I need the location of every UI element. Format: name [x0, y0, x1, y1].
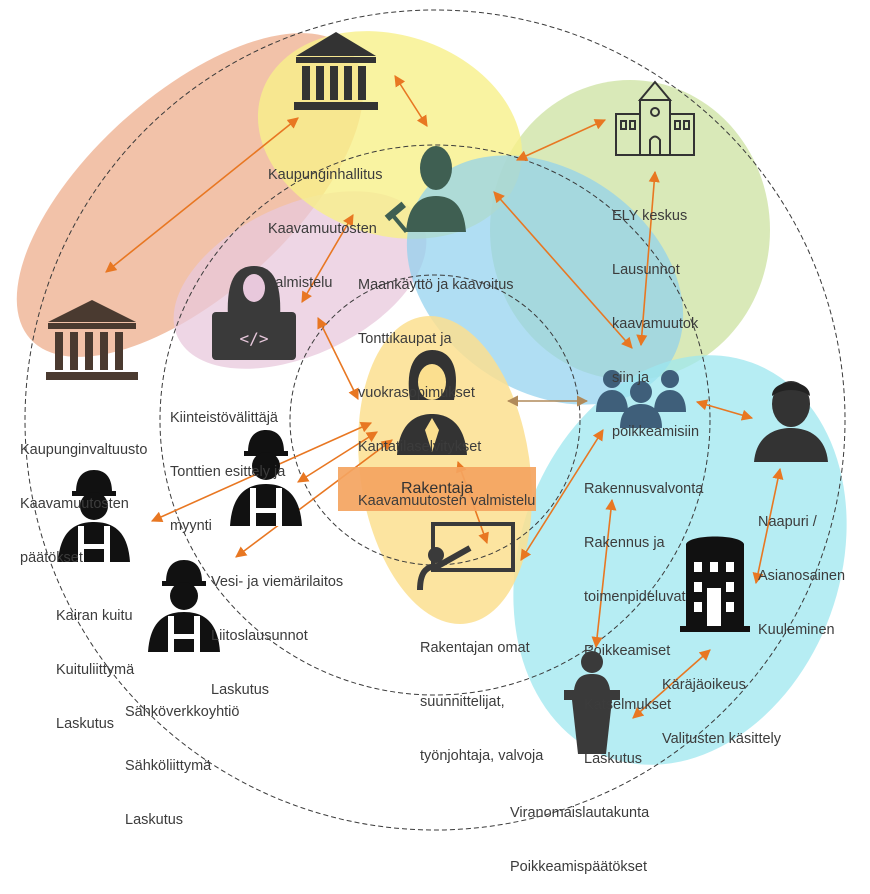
label-line: Asianosainen	[758, 568, 846, 584]
label-line: Katselmukset	[584, 697, 672, 713]
label-line: suunnittelijat,	[420, 694, 505, 710]
worker-helmet-icon	[230, 430, 302, 526]
arrow-kiinteisto-rakentaja	[317, 316, 359, 401]
arrow-karajaoikeus-viranomais	[632, 649, 711, 719]
label-line: siin ja	[612, 370, 650, 386]
label-line: Sähköliittymä	[125, 758, 212, 774]
label-line: Laskutus	[211, 682, 270, 698]
label-line: Lausunnot	[612, 262, 680, 278]
label-line: Tonttien esittely ja	[170, 464, 286, 480]
label-line: Rakentajan omat	[420, 640, 530, 656]
outer-ring	[24, 9, 846, 831]
label-line: Laskutus	[56, 716, 115, 732]
neighbor-person-icon	[754, 381, 828, 462]
kairan-label: Kairan kuitu Kuituliittymä Laskutus	[56, 571, 134, 751]
vesi-label: Vesi- ja viemärilaitos Liitoslausunnot L…	[211, 537, 343, 717]
label-line: Kiinteistövälittäjä	[170, 410, 278, 426]
developer-laptop-icon: </>	[212, 266, 296, 360]
label-line: kaavamuutok	[612, 316, 699, 332]
kaupunginvaltuusto-label: Kaupunginvaltuusto Kaavamuutosten päätök…	[20, 405, 147, 585]
label-line: Käräjäoikeus	[662, 677, 746, 693]
label-line: Poikkeamiset	[584, 643, 671, 659]
label-line: myynti	[170, 518, 212, 534]
stakeholder-diagram: </>	[16, 9, 847, 831]
arrow-maankaytto-kiinteisto	[301, 214, 354, 303]
label-line: Kaavamuutosten	[268, 221, 377, 237]
svg-text:</>: </>	[240, 329, 269, 348]
arrow-rakentaja-sahko	[235, 439, 393, 558]
relationship-arrows	[105, 75, 784, 719]
label-line: Vesi- ja viemärilaitos	[211, 574, 344, 590]
suunnittelijat-label: Rakentajan omat suunnittelijat, työnjoht…	[420, 603, 543, 783]
maankaytto-label: Maankäyttö ja kaavoitus Tonttikaupat ja …	[358, 240, 535, 528]
worker-helmet-icon	[58, 470, 130, 562]
rakennusvalvonta-label: Rakennusvalvonta Rakennus ja toimenpidel…	[584, 444, 703, 786]
government-building-icon	[294, 32, 378, 110]
label-line: Tonttikaupat ja	[358, 331, 452, 347]
karajaoikeus-label: Käräjäoikeus Valitusten käsittely	[662, 640, 781, 766]
worker-helmet-icon	[148, 560, 220, 652]
label-line: Kaavamuutosten valmistelu	[358, 493, 536, 509]
label-line: Liitoslausunnot	[211, 628, 308, 644]
arrow-rakennusvalvonta-naapuri	[695, 399, 754, 421]
label-line: ELY keskus	[612, 208, 688, 224]
court-tower-icon	[680, 536, 750, 632]
council-building-icon	[46, 300, 138, 380]
label-line: Laskutus	[125, 812, 184, 828]
label-line: Laskutus	[584, 751, 643, 767]
arrow-maankaytto-rakennusvalvonta	[493, 191, 633, 349]
label-line: Kantatilaselvitykset	[358, 439, 482, 455]
label-line: Valitusten käsittely	[662, 731, 782, 747]
label-line: Naapuri /	[758, 514, 817, 530]
label-line: Viranomaislautakunta	[510, 805, 650, 821]
label-line: Rakennusvalvonta	[584, 481, 704, 497]
arrow-rakennusvalvonta-suunnittelijat	[520, 429, 604, 561]
label-line: Kaupunginvaltuusto	[20, 442, 148, 458]
viranomais-label: Viranomaislautakunta Poikkeamispäätökset	[510, 768, 649, 894]
arrow-rakennusvalvonta-viranomais	[591, 498, 617, 649]
label-line: Rakennus ja	[584, 535, 665, 551]
naapuri-label: Naapuri / Asianosainen Kuuleminen	[758, 477, 845, 657]
label-line: poikkeamisiin	[612, 424, 700, 440]
label-line: valmistelu	[268, 275, 333, 291]
label-line: Kuuleminen	[758, 622, 835, 638]
label-line: Sähköverkkoyhtiö	[125, 704, 240, 720]
ely-building-icon	[615, 80, 695, 156]
arrow-ely-rakennusvalvonta	[636, 170, 660, 347]
rakentaja-label: Rakentaja	[400, 480, 474, 497]
ely-label: ELY keskus Lausunnot kaavamuutok siin ja…	[612, 171, 699, 459]
label-line: Poikkeamispäätökset	[510, 859, 648, 875]
label-line: Kuituliittymä	[56, 662, 135, 678]
label-line: toimenpideluvat	[584, 589, 686, 605]
label-line: päätökset	[20, 550, 83, 566]
label-line: vuokrasopimukset	[358, 385, 475, 401]
sahko-label: Sähköverkkoyhtiö Sähköliittymä Laskutus	[125, 667, 239, 847]
rakentaja-bar	[338, 467, 536, 511]
label-line: Kaupunginhallitus	[268, 167, 383, 183]
kaupunginhallitus-label: Kaupunginhallitus Kaavamuutosten valmist…	[268, 130, 382, 310]
kiinteistovalittaja-label: Kiinteistövälittäjä Tonttien esittely ja…	[170, 373, 285, 553]
presentation-board-icon	[417, 522, 515, 591]
label-line: työnjohtaja, valvoja	[420, 748, 544, 764]
arrow-naapuri-karajaoikeus	[752, 467, 784, 585]
group-people-icon	[596, 370, 686, 428]
arrow-maankaytto-ely	[515, 119, 607, 161]
label-line: Kairan kuitu	[56, 608, 133, 624]
podium-speaker-icon	[564, 651, 620, 754]
arrow-hallitus-maankaytto	[394, 75, 428, 127]
builder-person-icon	[397, 350, 467, 455]
official-with-gavel-icon	[384, 146, 466, 233]
label-line: Maankäyttö ja kaavoitus	[358, 277, 514, 293]
arrow-hallitus-valtuusto	[105, 117, 299, 273]
label-line: Kaavamuutosten	[20, 496, 129, 512]
